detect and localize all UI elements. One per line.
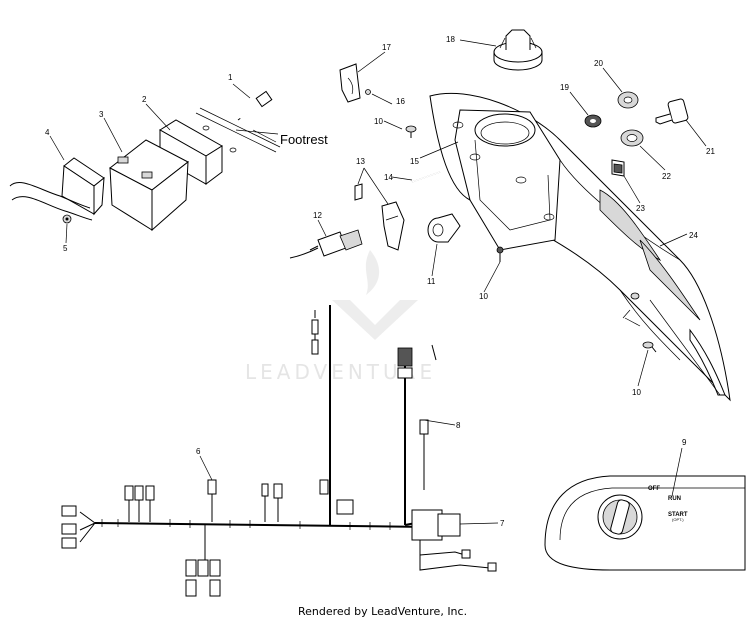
callout-22: 22	[662, 172, 671, 181]
footrest-pad-3	[109, 139, 189, 232]
callout-11: 11	[427, 277, 436, 286]
callout-14: 14	[384, 173, 393, 182]
callout-6: 6	[196, 447, 201, 456]
ignition-panel-9: OFF RUN START (OPT.)	[544, 475, 746, 571]
callout-10-upper: 10	[374, 117, 383, 126]
screw-5	[62, 214, 72, 224]
bolt-1	[237, 90, 273, 121]
screw-16	[365, 89, 371, 95]
callout-20: 20	[594, 59, 603, 68]
callout-3: 3	[99, 110, 104, 119]
callout-19: 19	[560, 83, 569, 92]
callout-2: 2	[142, 95, 147, 104]
callout-24: 24	[689, 231, 698, 240]
callout-13: 13	[356, 157, 365, 166]
pin-14	[411, 171, 441, 183]
callout-15: 15	[410, 157, 419, 166]
gear-19	[584, 114, 602, 128]
clip-23	[611, 159, 625, 177]
switch-run-label: RUN	[668, 496, 681, 502]
socket-12	[289, 229, 363, 259]
bracket-17	[339, 63, 361, 103]
callout-16: 16	[396, 97, 405, 106]
bracket-4	[9, 157, 105, 221]
callout-8: 8	[456, 421, 461, 430]
ignition-switch-11	[427, 213, 461, 243]
cup-holder-18	[493, 29, 543, 71]
callout-numbers: 1 2 3 4 5 6 7 8 9 10 10 10 11 12 13 14 1…	[45, 35, 715, 528]
footrest-label: Footrest	[280, 132, 328, 147]
callout-10-middle: 10	[479, 292, 488, 301]
switch-off-label: OFF	[648, 486, 660, 492]
callout-4: 4	[45, 128, 50, 137]
callout-1: 1	[228, 73, 233, 82]
callout-18: 18	[446, 35, 455, 44]
callout-21: 21	[706, 147, 715, 156]
callout-12: 12	[313, 211, 322, 220]
callout-9: 9	[682, 438, 687, 447]
callout-5: 5	[63, 244, 68, 253]
callout-23: 23	[636, 204, 645, 213]
callout-17: 17	[382, 43, 391, 52]
nut-22	[620, 129, 644, 147]
screw-10-upper	[405, 125, 417, 138]
wiring-harness-7	[61, 305, 497, 597]
nut-20	[617, 91, 639, 109]
callout-7: 7	[500, 519, 505, 528]
console-tray-15	[452, 109, 561, 251]
callout-10-lower: 10	[632, 388, 641, 397]
switch-start-label: START	[668, 512, 688, 518]
footrest-assembly	[9, 90, 281, 232]
key-21	[655, 98, 689, 125]
knob-13	[354, 183, 405, 251]
leader-lines	[49, 39, 707, 525]
switch-start-sub-label: (OPT.)	[672, 517, 684, 522]
spacer-block-2	[159, 119, 237, 185]
screw-10-middle	[496, 246, 504, 262]
screw-10-lower	[622, 309, 657, 353]
watermark-logo-icon	[332, 300, 418, 340]
footer-credit: Rendered by LeadVenture, Inc.	[298, 605, 467, 618]
